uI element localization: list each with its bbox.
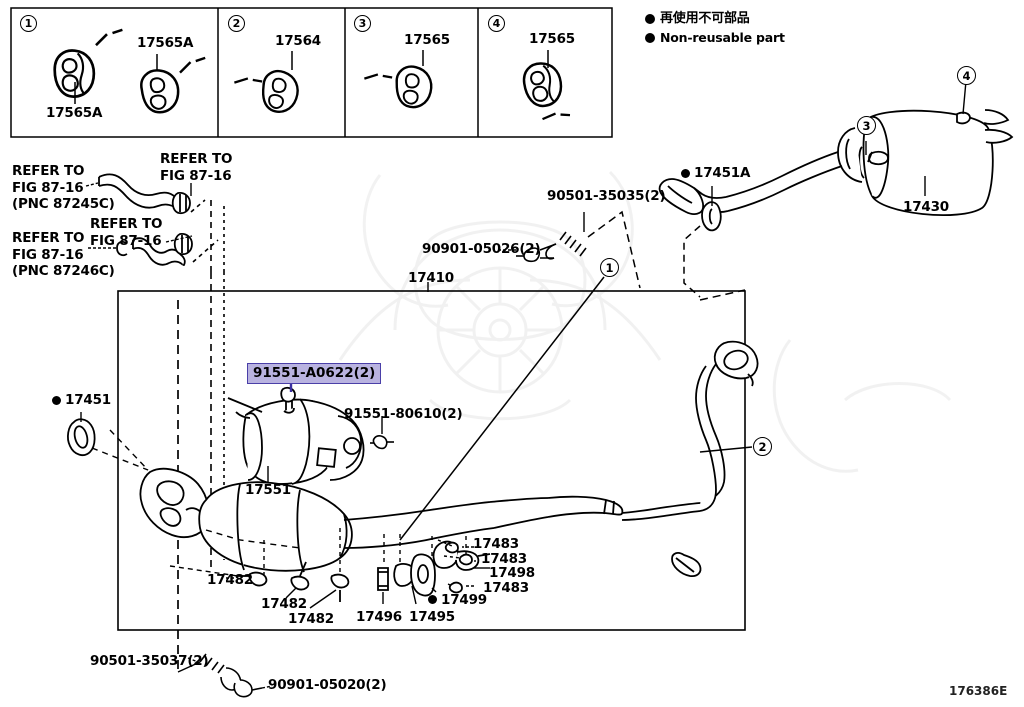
front-pipe-and-converter	[139, 340, 759, 602]
refer-note-87246c: REFER TO FIG 87-16 (PNC 87246C)	[12, 230, 115, 280]
detail-box-callout-3[interactable]: 3	[354, 15, 371, 32]
part-label-17483-b[interactable]: 17483	[481, 551, 527, 567]
part-label-17430[interactable]: 17430	[903, 199, 949, 215]
part-label-17495[interactable]: 17495	[409, 609, 455, 625]
coolant-hose-lower	[116, 232, 193, 266]
legend-text-jp: 再使用不可部品	[660, 11, 750, 26]
diagram-code: 176386E	[949, 684, 1008, 698]
callout-circle-1[interactable]: 1	[600, 258, 619, 277]
part-label-17483-c[interactable]: 17483	[483, 580, 529, 596]
gasket-17451	[67, 418, 96, 457]
part-label-17496[interactable]: 17496	[356, 609, 402, 625]
refer-note-87245c: REFER TO FIG 87-16 (PNC 87245C)	[12, 163, 115, 213]
detail-label-17564: 17564	[275, 33, 321, 49]
refer-note-upper-right: REFER TO FIG 87-16	[160, 151, 233, 184]
refer-note-mid: REFER TO FIG 87-16	[90, 216, 163, 249]
detail-label-17565-box3: 17565	[404, 32, 450, 48]
catalytic-converter-exploded	[227, 386, 365, 485]
selected-part-label-91551-a0622[interactable]: 91551-A0622(2)	[247, 363, 382, 384]
detail-label-17565-box4: 17565	[529, 31, 575, 47]
bolt-91551-80610	[370, 435, 394, 450]
rear-muffler-art	[658, 109, 1014, 232]
detail-box-callout-1[interactable]: 1	[20, 15, 37, 32]
detail-2-art	[233, 51, 304, 117]
detail-label-17565a-left: 17565A	[46, 105, 103, 121]
part-label-90901-05026[interactable]: 90901-05026(2)	[422, 241, 541, 257]
part-label-17410[interactable]: 17410	[408, 270, 454, 286]
legend-text-en: Non-reusable part	[660, 30, 785, 45]
main-assembly-frame	[117, 290, 746, 631]
callout-circle-4[interactable]: 4	[957, 66, 976, 85]
callout-circle-2[interactable]: 2	[753, 437, 772, 456]
part-label-17551[interactable]: 17551	[245, 482, 291, 498]
part-label-17482-a[interactable]: 17482	[207, 572, 253, 588]
part-label-90901-05020[interactable]: 90901-05020(2)	[268, 677, 387, 693]
detail-1-art	[53, 28, 207, 114]
detail-3-art	[363, 50, 436, 111]
part-label-17482-c[interactable]: 17482	[288, 611, 334, 627]
detail-4-art	[520, 50, 572, 130]
part-label-17451a[interactable]: 17451A	[694, 165, 751, 181]
part-label-91551-80610[interactable]: 91551-80610(2)	[344, 406, 463, 422]
callout-2-leader	[699, 446, 753, 453]
spring-bolt-lower	[199, 653, 263, 698]
detail-label-17565a-right: 17565A	[137, 35, 194, 51]
assembly-dash-top-bolts	[587, 210, 746, 301]
legend-bullet-jp	[645, 14, 655, 24]
coolant-hose-upper	[98, 173, 191, 215]
background-watermark	[338, 170, 952, 473]
detail-box-frames	[10, 7, 613, 138]
part-label-90501-35035[interactable]: 90501-35035(2)	[547, 188, 666, 204]
part-label-17483-a[interactable]: 17483	[473, 536, 519, 552]
nonreusable-dot-17499	[428, 595, 437, 604]
nonreusable-dot-17451	[52, 396, 61, 405]
part-label-17482-b[interactable]: 17482	[261, 596, 307, 612]
part-label-17499[interactable]: 17499	[441, 592, 487, 608]
spring-bolt-upper	[516, 231, 587, 263]
detail-box-callout-2[interactable]: 2	[228, 15, 245, 32]
callout-circle-3[interactable]: 3	[857, 116, 876, 135]
assembly-dash-lower	[109, 429, 467, 587]
part-label-17451[interactable]: 17451	[65, 392, 111, 408]
assembly-dash-17451a	[683, 225, 701, 298]
callout-1-leader	[399, 276, 605, 541]
label-leaders	[226, 282, 490, 609]
part-label-17498[interactable]: 17498	[489, 565, 535, 581]
nonreusable-dot-17451a	[681, 169, 690, 178]
legend-bullet-en	[645, 33, 655, 43]
detail-box-callout-4[interactable]: 4	[488, 15, 505, 32]
part-label-90501-35037[interactable]: 90501-35037(2)	[90, 653, 209, 669]
